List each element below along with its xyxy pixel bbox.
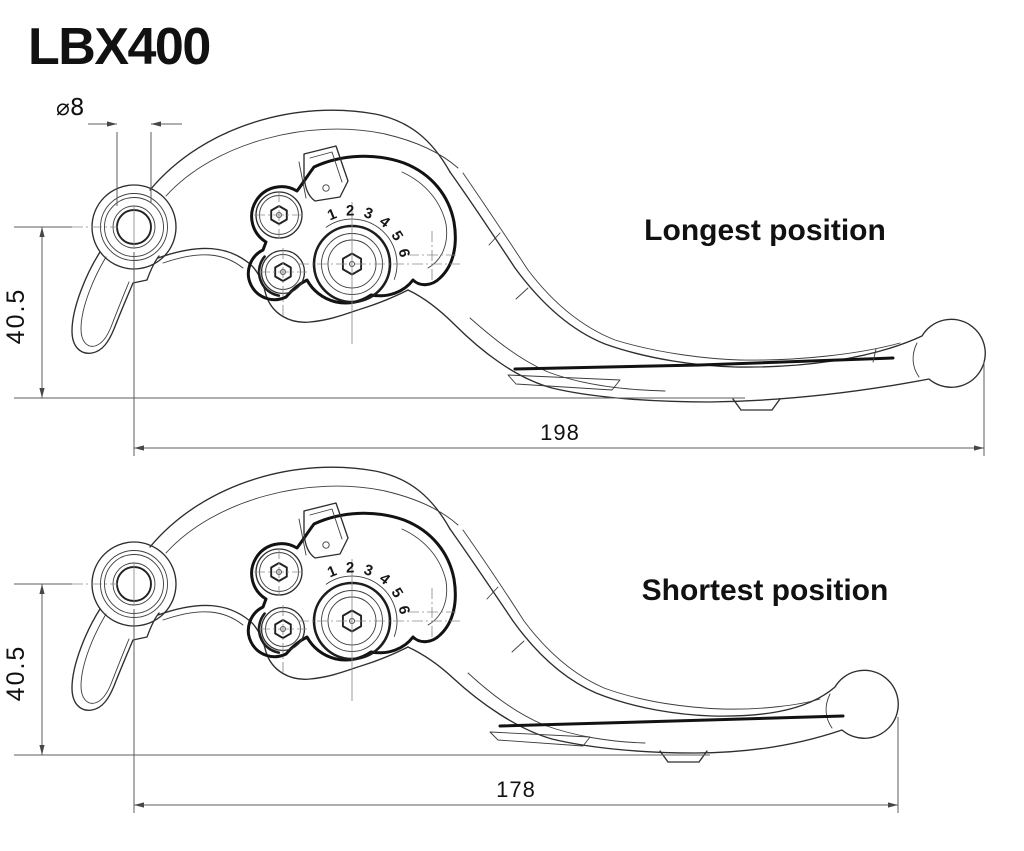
length-value: 198 (540, 420, 580, 445)
dimension-height-shortest: 40.5 (2, 584, 710, 756)
dial-number: 3 (362, 561, 375, 580)
dial-number: 4 (376, 570, 394, 589)
figure-longest: 1 2 3 4 5 6 ⌀8 40.5 198 (2, 95, 986, 458)
model-title: LBX400 (28, 18, 210, 76)
dial-number: 1 (325, 205, 339, 224)
dimension-hole-diameter: ⌀8 (56, 95, 182, 206)
hole-diameter-value: ⌀8 (56, 95, 84, 121)
dial-number: 5 (387, 585, 406, 601)
figure-label-shortest: Shortest position (642, 574, 889, 607)
dimension-length-longest: 198 (134, 362, 985, 456)
lever-front-longest (12, 108, 462, 458)
height-value: 40.5 (2, 288, 30, 345)
dial-number: 6 (395, 247, 413, 259)
dimension-length-shortest: 178 (134, 717, 899, 813)
dial-number: 4 (376, 213, 394, 232)
figure-label-longest: Longest position (644, 214, 886, 247)
lever-blade-shortest (407, 528, 899, 763)
figure-shortest: 1 2 3 4 5 6 40.5 178 (2, 465, 899, 815)
dial-number: 1 (325, 562, 339, 581)
dimension-height-longest: 40.5 (2, 227, 745, 399)
length-value: 178 (496, 777, 536, 802)
dial-number: 3 (362, 204, 375, 223)
lever-blade-longest (407, 171, 986, 411)
dial-number: 2 (346, 202, 355, 219)
height-value: 40.5 (2, 645, 30, 702)
dial-number: 6 (395, 604, 413, 616)
lever-front-shortest (12, 465, 462, 815)
dial-number: 5 (387, 228, 406, 244)
dial-number: 2 (346, 559, 355, 576)
